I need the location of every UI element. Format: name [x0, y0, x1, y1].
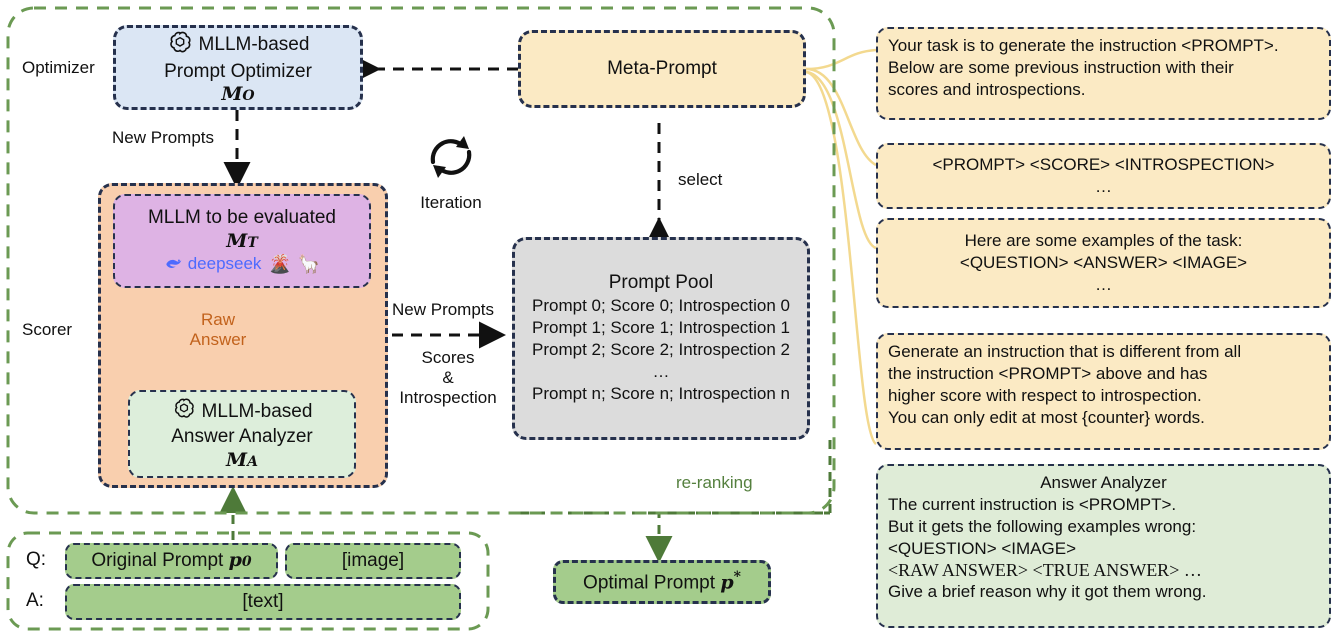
optimizer-line1: MLLM-based: [198, 34, 310, 56]
edge-label-scores-introspection: Scores & Introspection: [399, 348, 497, 408]
card-line: You can only edit at most {counter} word…: [888, 408, 1205, 428]
image-token-text: [image]: [341, 549, 405, 571]
target-mllm-title: MLLM to be evaluated: [147, 207, 336, 229]
task-instruction-card: Your task is to generate the instruction…: [876, 27, 1331, 120]
openai-logo-icon: [167, 30, 193, 61]
iteration-label: Iteration: [420, 193, 482, 212]
analyzer-line2: Answer Analyzer: [171, 426, 313, 448]
analyzer-symbol: MA: [226, 448, 258, 471]
card-line: Give a brief reason why it got them wron…: [888, 582, 1207, 602]
card-line: <QUESTION> <ANSWER> <IMAGE>: [959, 252, 1248, 272]
card-line: But it gets the following examples wrong…: [888, 517, 1197, 537]
answer-analyzer-card: Answer Analyzer The current instruction …: [876, 464, 1331, 628]
optimal-prompt-box[interactable]: Optimal Prompt p*: [553, 560, 771, 604]
prompt-optimizer-box[interactable]: MLLM-based Prompt Optimizer MO: [113, 25, 363, 110]
qa-q-label: Q:: [26, 549, 47, 570]
edge-label-re-ranking: re-ranking: [676, 473, 753, 492]
card-line-serif: <RAW ANSWER> <TRUE ANSWER> …: [888, 560, 1202, 581]
prompt-pool-row-ellipsis: …: [652, 362, 670, 382]
examples-card: Here are some examples of the task: <QUE…: [876, 218, 1331, 308]
text-token-chip[interactable]: [text]: [65, 584, 461, 620]
image-token-chip[interactable]: [image]: [285, 543, 461, 579]
card-line-ellipsis: …: [1095, 275, 1112, 295]
answer-analyzer-box[interactable]: MLLM-based Answer Analyzer MA: [128, 390, 356, 478]
edge-label-raw-answer: Raw Answer: [189, 310, 247, 349]
card-line: Below are some previous instruction with…: [888, 58, 1234, 78]
region-label-scorer: Scorer: [22, 320, 73, 339]
optimal-prompt-text: Optimal Prompt p*: [583, 569, 741, 594]
edge-label-new-prompts-right: New Prompts: [392, 300, 495, 319]
optimizer-line2: Prompt Optimizer: [164, 60, 312, 82]
optimizer-symbol: MO: [221, 83, 255, 106]
prompt-pool-row: Prompt n; Score n; Introspection n: [532, 384, 790, 404]
card-line: scores and introspections.: [888, 80, 1086, 100]
llama-emoji-icon: 🦙: [297, 253, 321, 274]
edge-label-select: select: [678, 170, 723, 189]
card-line: <PROMPT> <SCORE> <INTROSPECTION>: [932, 154, 1275, 174]
card-line: the instruction <PROMPT> above and has: [888, 364, 1208, 384]
prompt-pool-box[interactable]: Prompt Pool Prompt 0; Score 0; Introspec…: [512, 237, 810, 440]
text-token-text: [text]: [242, 590, 284, 612]
region-label-optimizer: Optimizer: [22, 58, 95, 77]
prompt-pool-row: Prompt 1; Score 1; Introspection 1: [532, 318, 790, 338]
volcano-emoji-icon: 🌋: [268, 253, 291, 274]
card-line: Here are some examples of the task:: [964, 230, 1243, 250]
analyzer-line1: MLLM-based: [201, 400, 313, 422]
iteration-indicator: Iteration: [396, 128, 506, 213]
generate-instruction-card: Generate an instruction that is differen…: [876, 333, 1331, 450]
card-line-ellipsis: …: [1095, 177, 1112, 196]
original-prompt-chip[interactable]: Original Prompt p0: [65, 543, 278, 579]
iteration-cycle-icon: [420, 128, 482, 191]
answer-analyzer-card-title: Answer Analyzer: [1040, 473, 1167, 492]
deepseek-logo-icon: deepseek: [164, 254, 261, 274]
openai-logo-icon: [172, 397, 196, 426]
prompt-pool-row: Prompt 0; Score 0; Introspection 0: [532, 295, 790, 315]
edge-label-new-prompts-down: New Prompts: [112, 128, 215, 147]
qa-data-group: Q: A: Original Prompt p0 [image] [text]: [8, 533, 488, 629]
prompt-pool-row: Prompt 2; Score 2; Introspection 2: [532, 340, 790, 360]
meta-prompt-title: Meta-Prompt: [607, 57, 717, 79]
original-prompt-text: Original Prompt p0: [91, 549, 252, 572]
card-line: Generate an instruction that is differen…: [888, 342, 1242, 361]
card-line: Your task is to generate the instruction…: [888, 36, 1279, 55]
card-line: higher score with respect to introspecti…: [888, 386, 1202, 406]
prompt-pool-title: Prompt Pool: [608, 271, 714, 293]
qa-a-label: A:: [26, 590, 44, 611]
prompt-score-introspection-card: <PROMPT> <SCORE> <INTROSPECTION> …: [876, 143, 1331, 209]
target-mllm-symbol: MT: [226, 229, 258, 252]
meta-prompt-box[interactable]: Meta-Prompt: [518, 30, 806, 108]
target-mllm-box[interactable]: MLLM to be evaluated MT deepseek 🌋 🦙: [113, 194, 371, 288]
card-line: <QUESTION> <IMAGE>: [888, 539, 1077, 559]
card-line: The current instruction is <PROMPT>.: [888, 495, 1177, 515]
